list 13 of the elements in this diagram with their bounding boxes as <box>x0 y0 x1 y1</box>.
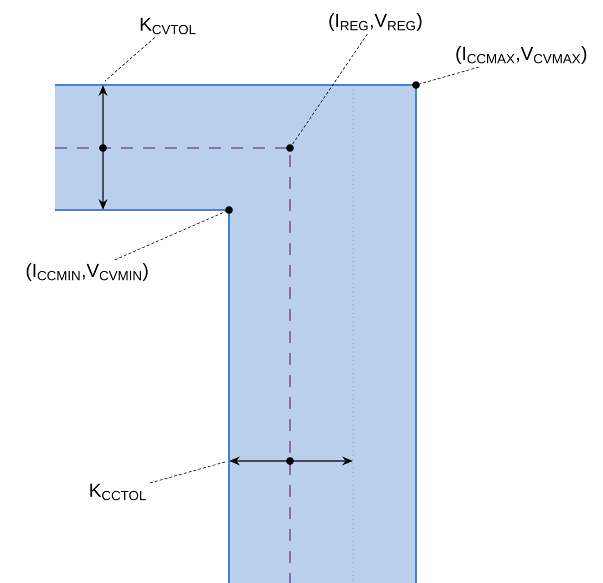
point-label: (I$_{REG}$,V$_{REG}$) <box>329 13 422 31</box>
leader-line <box>104 37 156 82</box>
point-dot <box>286 144 294 152</box>
leader-line <box>292 34 368 146</box>
leader-line <box>419 66 480 84</box>
leader-line <box>114 211 226 260</box>
point-dot <box>225 206 233 214</box>
point-label: K$_{CVTOL}$ <box>140 18 196 34</box>
point-label: (I$_{CCMIN}$,V$_{CVMIN}$) <box>26 263 148 281</box>
point-label: (I$_{CCMAX}$,V$_{CVMAX}$) <box>456 46 586 64</box>
point-label: K$_{CCTOL}$ <box>90 484 146 500</box>
point-dot <box>412 81 420 89</box>
leader-line <box>150 462 226 484</box>
